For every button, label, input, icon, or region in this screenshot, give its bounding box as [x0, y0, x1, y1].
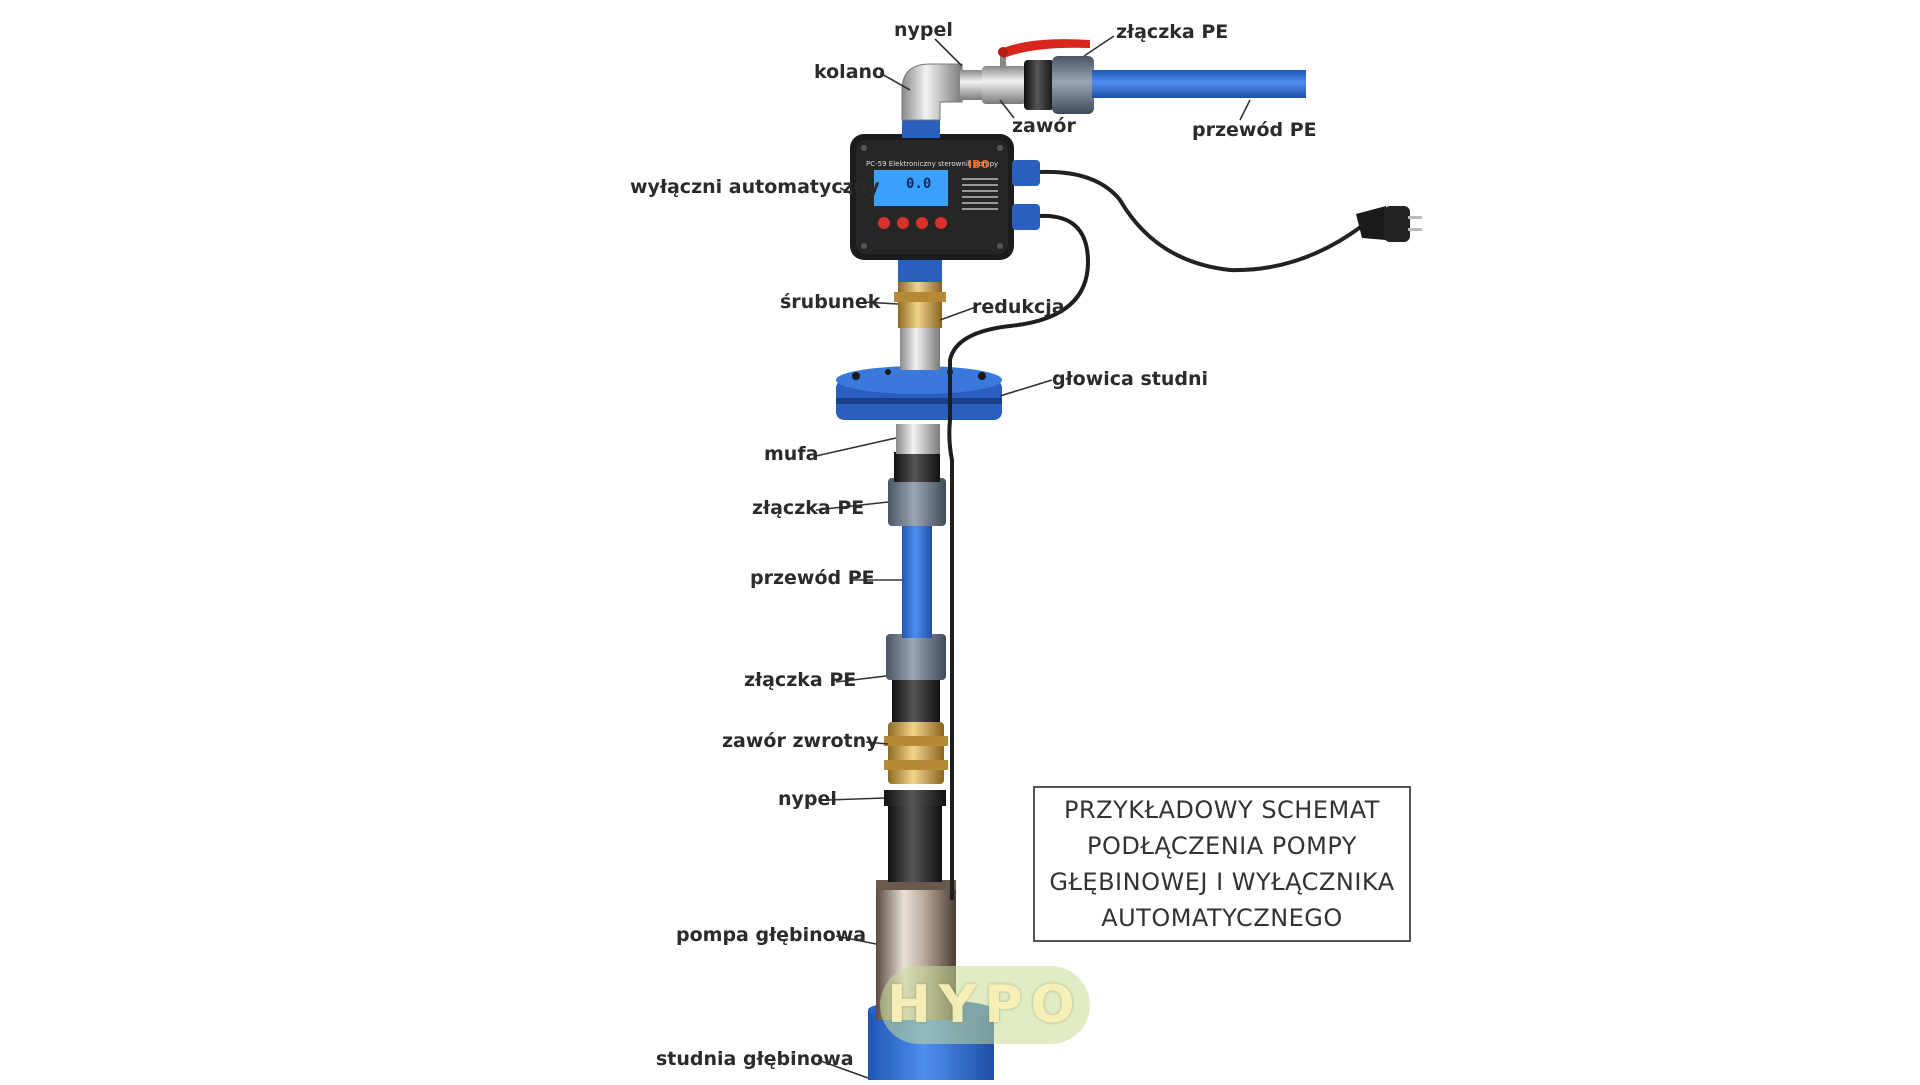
schema-caption-box: PRZYKŁADOWY SCHEMAT PODŁĄCZENIA POMPY GŁ… [1033, 786, 1411, 942]
label-studnia-glebinowa: studnia głębinowa [656, 1048, 854, 1070]
hypo-watermark-text: HYPO [887, 975, 1083, 1035]
elbow-kolano [901, 63, 963, 121]
union-srubunek [894, 280, 946, 328]
controller-button-3[interactable] [916, 217, 928, 229]
label-kolano: kolano [814, 61, 886, 83]
label-zlaczka-pe-top: złączka PE [1116, 21, 1229, 43]
bottom-nipple [884, 790, 946, 882]
power-cable [1039, 169, 1364, 273]
label-zlaczka-pe-2: złączka PE [744, 669, 857, 691]
nipple-top [960, 70, 984, 100]
label-zawor: zawór [1012, 115, 1076, 137]
controller-button-2[interactable] [897, 217, 909, 229]
cable-gland-lower [1012, 204, 1040, 230]
socket-mufa [896, 424, 940, 454]
hypo-watermark: HYPO [880, 966, 1090, 1044]
pressure-controller: PC-59 Elektroniczny sterownik pompy IBO … [850, 134, 1040, 260]
well-head [836, 366, 1002, 420]
label-pompa-glebinowa: pompa głębinowa [676, 924, 867, 946]
cable-gland-upper [1012, 160, 1040, 186]
pump-cable [947, 213, 1091, 900]
label-przewod-pe-mid: przewód PE [750, 567, 875, 589]
schema-caption-line-4: AUTOMATYCZNEGO [1101, 904, 1343, 932]
controller-lcd-value: 0.0 [906, 176, 931, 192]
leader-lines [815, 35, 1251, 1079]
controller-spec-lines [962, 178, 998, 210]
schema-caption-line-3: GŁĘBINOWEJ I WYŁĄCZNIKA [1049, 868, 1395, 896]
label-zlaczka-pe-1: złączka PE [752, 497, 865, 519]
pe-pipe-vertical [902, 518, 932, 638]
controller-brand-logo: IBO [968, 158, 990, 171]
reduction [900, 326, 940, 370]
label-wylacznik: wyłączni automatyczny [630, 176, 880, 198]
pe-coupling-upper [888, 452, 946, 526]
controller-lcd [874, 170, 948, 206]
label-glowica-studni: głowica studni [1052, 368, 1209, 390]
label-mufa: mufa [764, 443, 819, 465]
controller-bottom-nut [898, 256, 942, 282]
check-valve [884, 722, 948, 784]
label-nypel-bottom: nypel [778, 788, 837, 810]
label-redukcja: redukcja [972, 296, 1065, 318]
schema-caption-line-1: PRZYKŁADOWY SCHEMAT [1064, 796, 1380, 824]
label-przewod-pe-top: przewód PE [1192, 119, 1317, 141]
label-srubunek: śrubunek [780, 291, 881, 313]
power-plug [1356, 206, 1422, 242]
schema-caption-line-2: PODŁĄCZENIA POMPY [1087, 832, 1357, 860]
controller-model-text: PC-59 Elektroniczny sterownik pompy [866, 160, 998, 168]
controller-button-4[interactable] [935, 217, 947, 229]
ball-valve [982, 39, 1090, 104]
label-nypel-top: nypel [894, 19, 953, 41]
pe-coupling-lower [886, 634, 946, 722]
controller-button-1[interactable] [878, 217, 890, 229]
pe-pipe-horizontal [1092, 70, 1306, 98]
label-zawor-zwrotny: zawór zwrotny [722, 730, 879, 752]
controller-top-nut [902, 118, 940, 138]
pe-coupling-top [1024, 56, 1094, 114]
